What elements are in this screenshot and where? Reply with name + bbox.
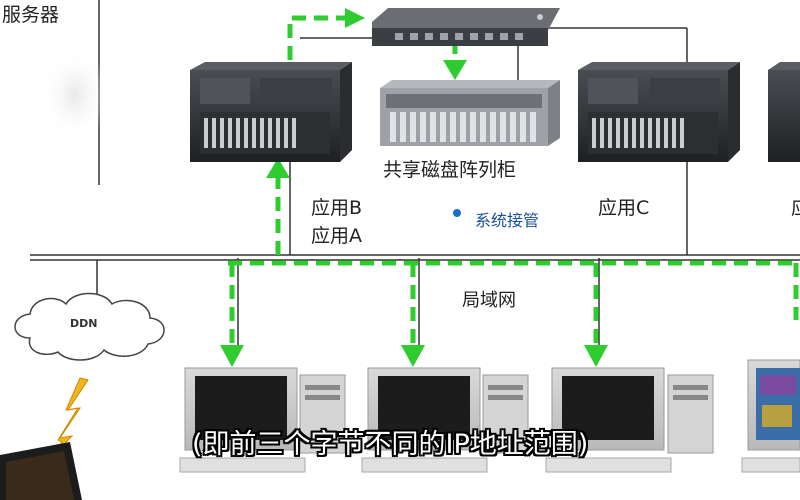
lan-label: 局域网 [462, 290, 516, 311]
network-switch-icon [372, 8, 560, 46]
servers-heading: 服务器 [2, 4, 60, 26]
blur-glow [40, 50, 110, 140]
arrow-up-server [266, 158, 290, 178]
video-subtitle: (即前三个字节不同的IP地址范围) [192, 429, 589, 460]
workstation-icon-2 [361, 367, 529, 473]
server-rack-icon [190, 62, 352, 162]
app-b-label: 应用B [311, 197, 363, 219]
takeover-label: 系统接管 [475, 211, 540, 230]
arrow-down-client-1 [220, 345, 244, 367]
cloud-icon [14, 292, 165, 361]
arrow-down-client-2 [401, 345, 425, 367]
arrow-down-client-3 [584, 345, 608, 367]
workstation-icon-3 [545, 367, 714, 473]
server-rack-icon-partial [768, 62, 800, 162]
arrow-right-switch [345, 8, 365, 28]
app-a-label: 应用A [311, 225, 362, 247]
flow-to-switch [287, 15, 350, 60]
ddn-label: DDN [70, 317, 98, 330]
laptop-icon [0, 442, 82, 500]
takeover-flow-paths [228, 15, 800, 345]
app-partial-label: 应 [791, 193, 800, 220]
workstation-icon [179, 367, 346, 473]
arrow-down-disk [443, 60, 467, 80]
app-c-label: 应用C [598, 197, 650, 219]
disk-array-icon [380, 80, 560, 146]
workstation-icon-4 [741, 359, 800, 473]
server-rack-icon-c [578, 62, 740, 162]
takeover-dot [453, 209, 461, 217]
shared-disk-label: 共享磁盘阵列柜 [383, 159, 517, 181]
flow-arrowheads [220, 8, 608, 367]
